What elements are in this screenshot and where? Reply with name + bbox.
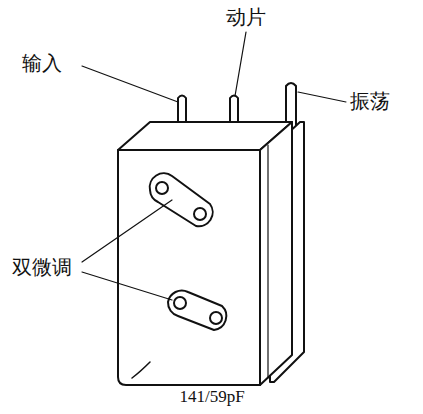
leader-line bbox=[82, 200, 172, 262]
pin-label: 输入 bbox=[22, 52, 62, 74]
oscillator-pin bbox=[286, 83, 296, 125]
lead-wire bbox=[132, 362, 150, 378]
leader-line bbox=[298, 92, 346, 102]
plate-edge bbox=[267, 145, 268, 378]
box-side bbox=[260, 122, 292, 385]
leader-line bbox=[82, 272, 172, 300]
pin-label: 振荡 bbox=[350, 90, 390, 112]
leader-line bbox=[235, 32, 246, 96]
caption: 141/59pF bbox=[179, 388, 244, 407]
trimmer-lower bbox=[168, 291, 226, 330]
box-front bbox=[118, 150, 260, 385]
leader-line bbox=[82, 66, 178, 102]
pin-label: 动片 bbox=[226, 6, 266, 28]
part-label: 双微调 bbox=[12, 256, 72, 278]
trimmer-upper bbox=[150, 173, 213, 226]
